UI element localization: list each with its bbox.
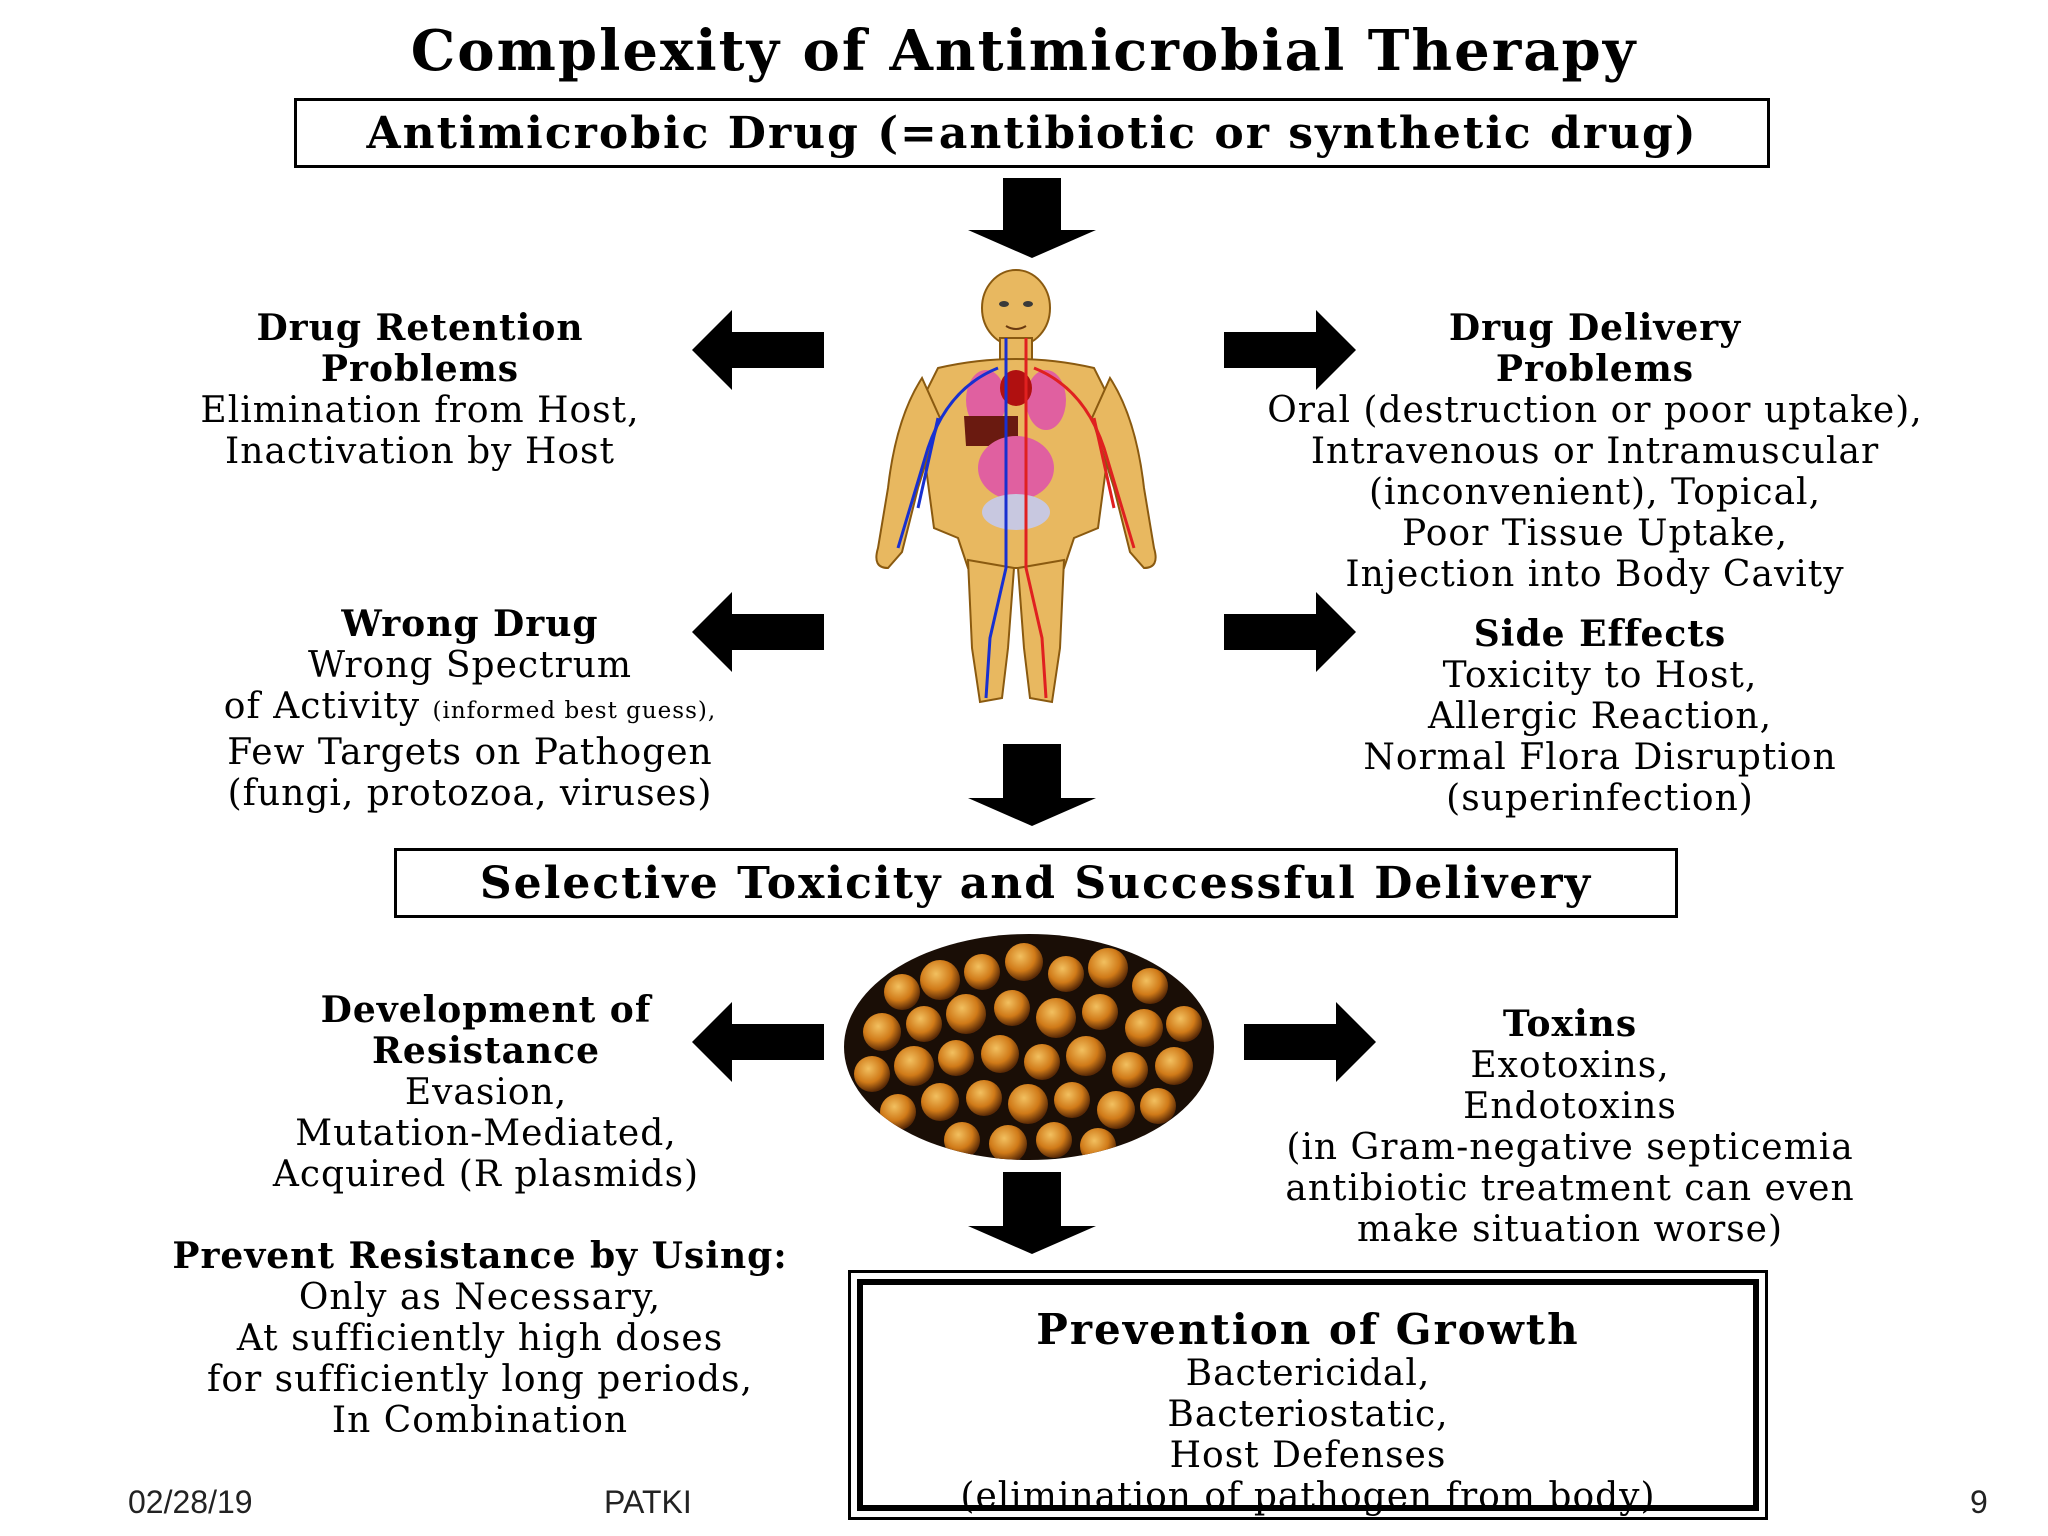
delivery-line: Intravenous or Intramuscular	[1310, 431, 1880, 472]
delivery-line: Oral (destruction or poor uptake),	[1267, 390, 1923, 431]
toxins-line: make situation worse)	[1356, 1209, 1784, 1250]
side-effects-block: Side Effects Toxicity to Host, Allergic …	[1300, 613, 1900, 820]
prevent-heading: Prevent Resistance by Using:	[172, 1235, 788, 1277]
delivery-block: Drug Delivery Problems Oral (destruction…	[1200, 307, 1990, 596]
growth-inner: Prevention of Growth Bactericidal, Bacte…	[857, 1279, 1759, 1517]
left-arrow-icon	[692, 310, 824, 390]
footer-date: 02/28/19	[128, 1484, 253, 1520]
growth-line: Host Defenses	[1169, 1435, 1447, 1476]
side-effects-line: Toxicity to Host,	[1442, 655, 1758, 696]
middle-box: Selective Toxicity and Successful Delive…	[394, 848, 1678, 918]
resistance-line: Acquired (R plasmids)	[272, 1154, 700, 1195]
left-arrow-icon	[692, 592, 824, 672]
top-box: Antimicrobic Drug (=antibiotic or synthe…	[294, 98, 1770, 168]
human-body-image	[875, 269, 1157, 704]
wrong-drug-line-main: of Activity	[223, 686, 421, 727]
side-effects-line: Allergic Reaction,	[1427, 696, 1773, 737]
growth-heading: Prevention of Growth	[1036, 1305, 1580, 1354]
left-arrow-icon	[692, 1002, 824, 1082]
right-arrow-icon	[1224, 592, 1356, 672]
prevent-line: At sufficiently high doses	[236, 1318, 724, 1359]
wrong-drug-heading: Wrong Drug	[341, 603, 599, 645]
delivery-heading: Drug Delivery	[1448, 307, 1742, 349]
retention-block: Drug Retention Problems Elimination from…	[130, 307, 710, 473]
right-arrow-icon	[1244, 1002, 1376, 1082]
toxins-line: Exotoxins,	[1470, 1045, 1670, 1086]
down-arrow-icon	[968, 744, 1096, 826]
delivery-line: Injection into Body Cavity	[1345, 554, 1845, 595]
down-arrow-icon	[968, 178, 1096, 258]
growth-box: Prevention of Growth Bactericidal, Bacte…	[848, 1270, 1768, 1520]
resistance-line: Mutation-Mediated,	[295, 1113, 677, 1154]
retention-heading: Drug Retention	[256, 307, 584, 349]
side-effects-line: Normal Flora Disruption	[1363, 737, 1837, 778]
retention-heading: Problems	[320, 348, 520, 390]
delivery-line: Poor Tissue Uptake,	[1401, 513, 1789, 554]
prevent-block: Prevent Resistance by Using: Only as Nec…	[110, 1235, 850, 1442]
footer-page-number: 9	[1970, 1484, 1988, 1520]
wrong-drug-line: Wrong Spectrum	[307, 645, 633, 686]
toxins-line: Endotoxins	[1463, 1086, 1677, 1127]
growth-line: (elimination of pathogen from body)	[960, 1476, 1656, 1517]
toxins-block: Toxins Exotoxins, Endotoxins (in Gram-ne…	[1210, 1003, 1930, 1251]
prevent-line: for sufficiently long periods,	[207, 1359, 753, 1400]
delivery-line: (inconvenient), Topical,	[1368, 472, 1822, 513]
side-effects-heading: Side Effects	[1473, 613, 1727, 655]
resistance-block: Development of Resistance Evasion, Mutat…	[206, 989, 766, 1196]
page-title: Complexity of Antimicrobial Therapy	[410, 18, 1638, 84]
prevent-line: In Combination	[331, 1400, 629, 1441]
delivery-heading: Problems	[1495, 348, 1695, 390]
toxins-line: antibiotic treatment can even	[1285, 1168, 1855, 1209]
footer-author: PATKI	[604, 1484, 692, 1520]
toxins-line: (in Gram-negative septicemia	[1286, 1127, 1854, 1168]
side-effects-line: (superinfection)	[1446, 778, 1754, 819]
toxins-heading: Toxins	[1502, 1003, 1638, 1045]
wrong-drug-line: of Activity (informed best guess),	[130, 686, 810, 732]
retention-line: Elimination from Host,	[200, 390, 640, 431]
wrong-drug-note: (informed best guess),	[432, 698, 717, 724]
wrong-drug-line: Few Targets on Pathogen	[227, 732, 713, 773]
wrong-drug-line: (fungi, protozoa, viruses)	[227, 773, 713, 814]
wrong-drug-block: Wrong Drug Wrong Spectrum of Activity (i…	[130, 603, 810, 815]
resistance-heading: Development of	[320, 989, 652, 1031]
bacteria-image	[844, 934, 1214, 1160]
retention-line: Inactivation by Host	[225, 431, 615, 472]
right-arrow-icon	[1224, 310, 1356, 390]
resistance-line: Evasion,	[404, 1072, 568, 1113]
growth-line: Bactericidal,	[1185, 1353, 1431, 1394]
resistance-heading: Resistance	[372, 1030, 600, 1072]
down-arrow-icon	[968, 1172, 1096, 1254]
growth-line: Bacteriostatic,	[1167, 1394, 1449, 1435]
prevent-line: Only as Necessary,	[298, 1277, 662, 1318]
